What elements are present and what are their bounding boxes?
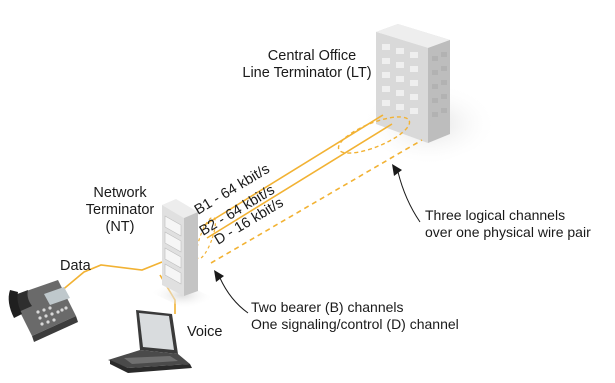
office-building-icon [360, 24, 498, 166]
callout-lines [214, 164, 421, 314]
central-office-label: Central Office [268, 48, 356, 64]
wire-pair-arrowhead [392, 164, 402, 176]
b2-channel-line [206, 123, 393, 239]
channel-types-callout-line [219, 277, 249, 314]
channel-types-callout-line2: One signaling/control (D) channel [251, 316, 459, 332]
telephone-icon [8, 280, 78, 342]
laptop-icon [108, 310, 192, 373]
network-label: Network [93, 185, 147, 201]
wire-pair-callout-line1: Three logical channels [425, 207, 565, 223]
data-cable [59, 261, 163, 293]
d-channel-line [210, 139, 423, 264]
nt-abbrev-label: (NT) [106, 219, 135, 235]
wire-pair-callout-line2: over one physical wire pair [425, 224, 591, 240]
voice-label: Voice [187, 324, 222, 340]
data-label: Data [60, 258, 92, 274]
network-terminator-icon [150, 199, 214, 309]
wire-pair-callout-line [397, 171, 421, 223]
line-terminator-label: Line Terminator (LT) [242, 65, 371, 81]
channel-types-callout-line1: Two bearer (B) channels [251, 299, 404, 315]
b1-channel-line [202, 114, 384, 227]
channel-types-arrowhead [214, 270, 224, 282]
wire-pair-ellipse [337, 116, 411, 154]
nt-port-ellipse [195, 216, 217, 260]
terminator-label: Terminator [86, 202, 155, 218]
channel-lines [195, 114, 423, 264]
